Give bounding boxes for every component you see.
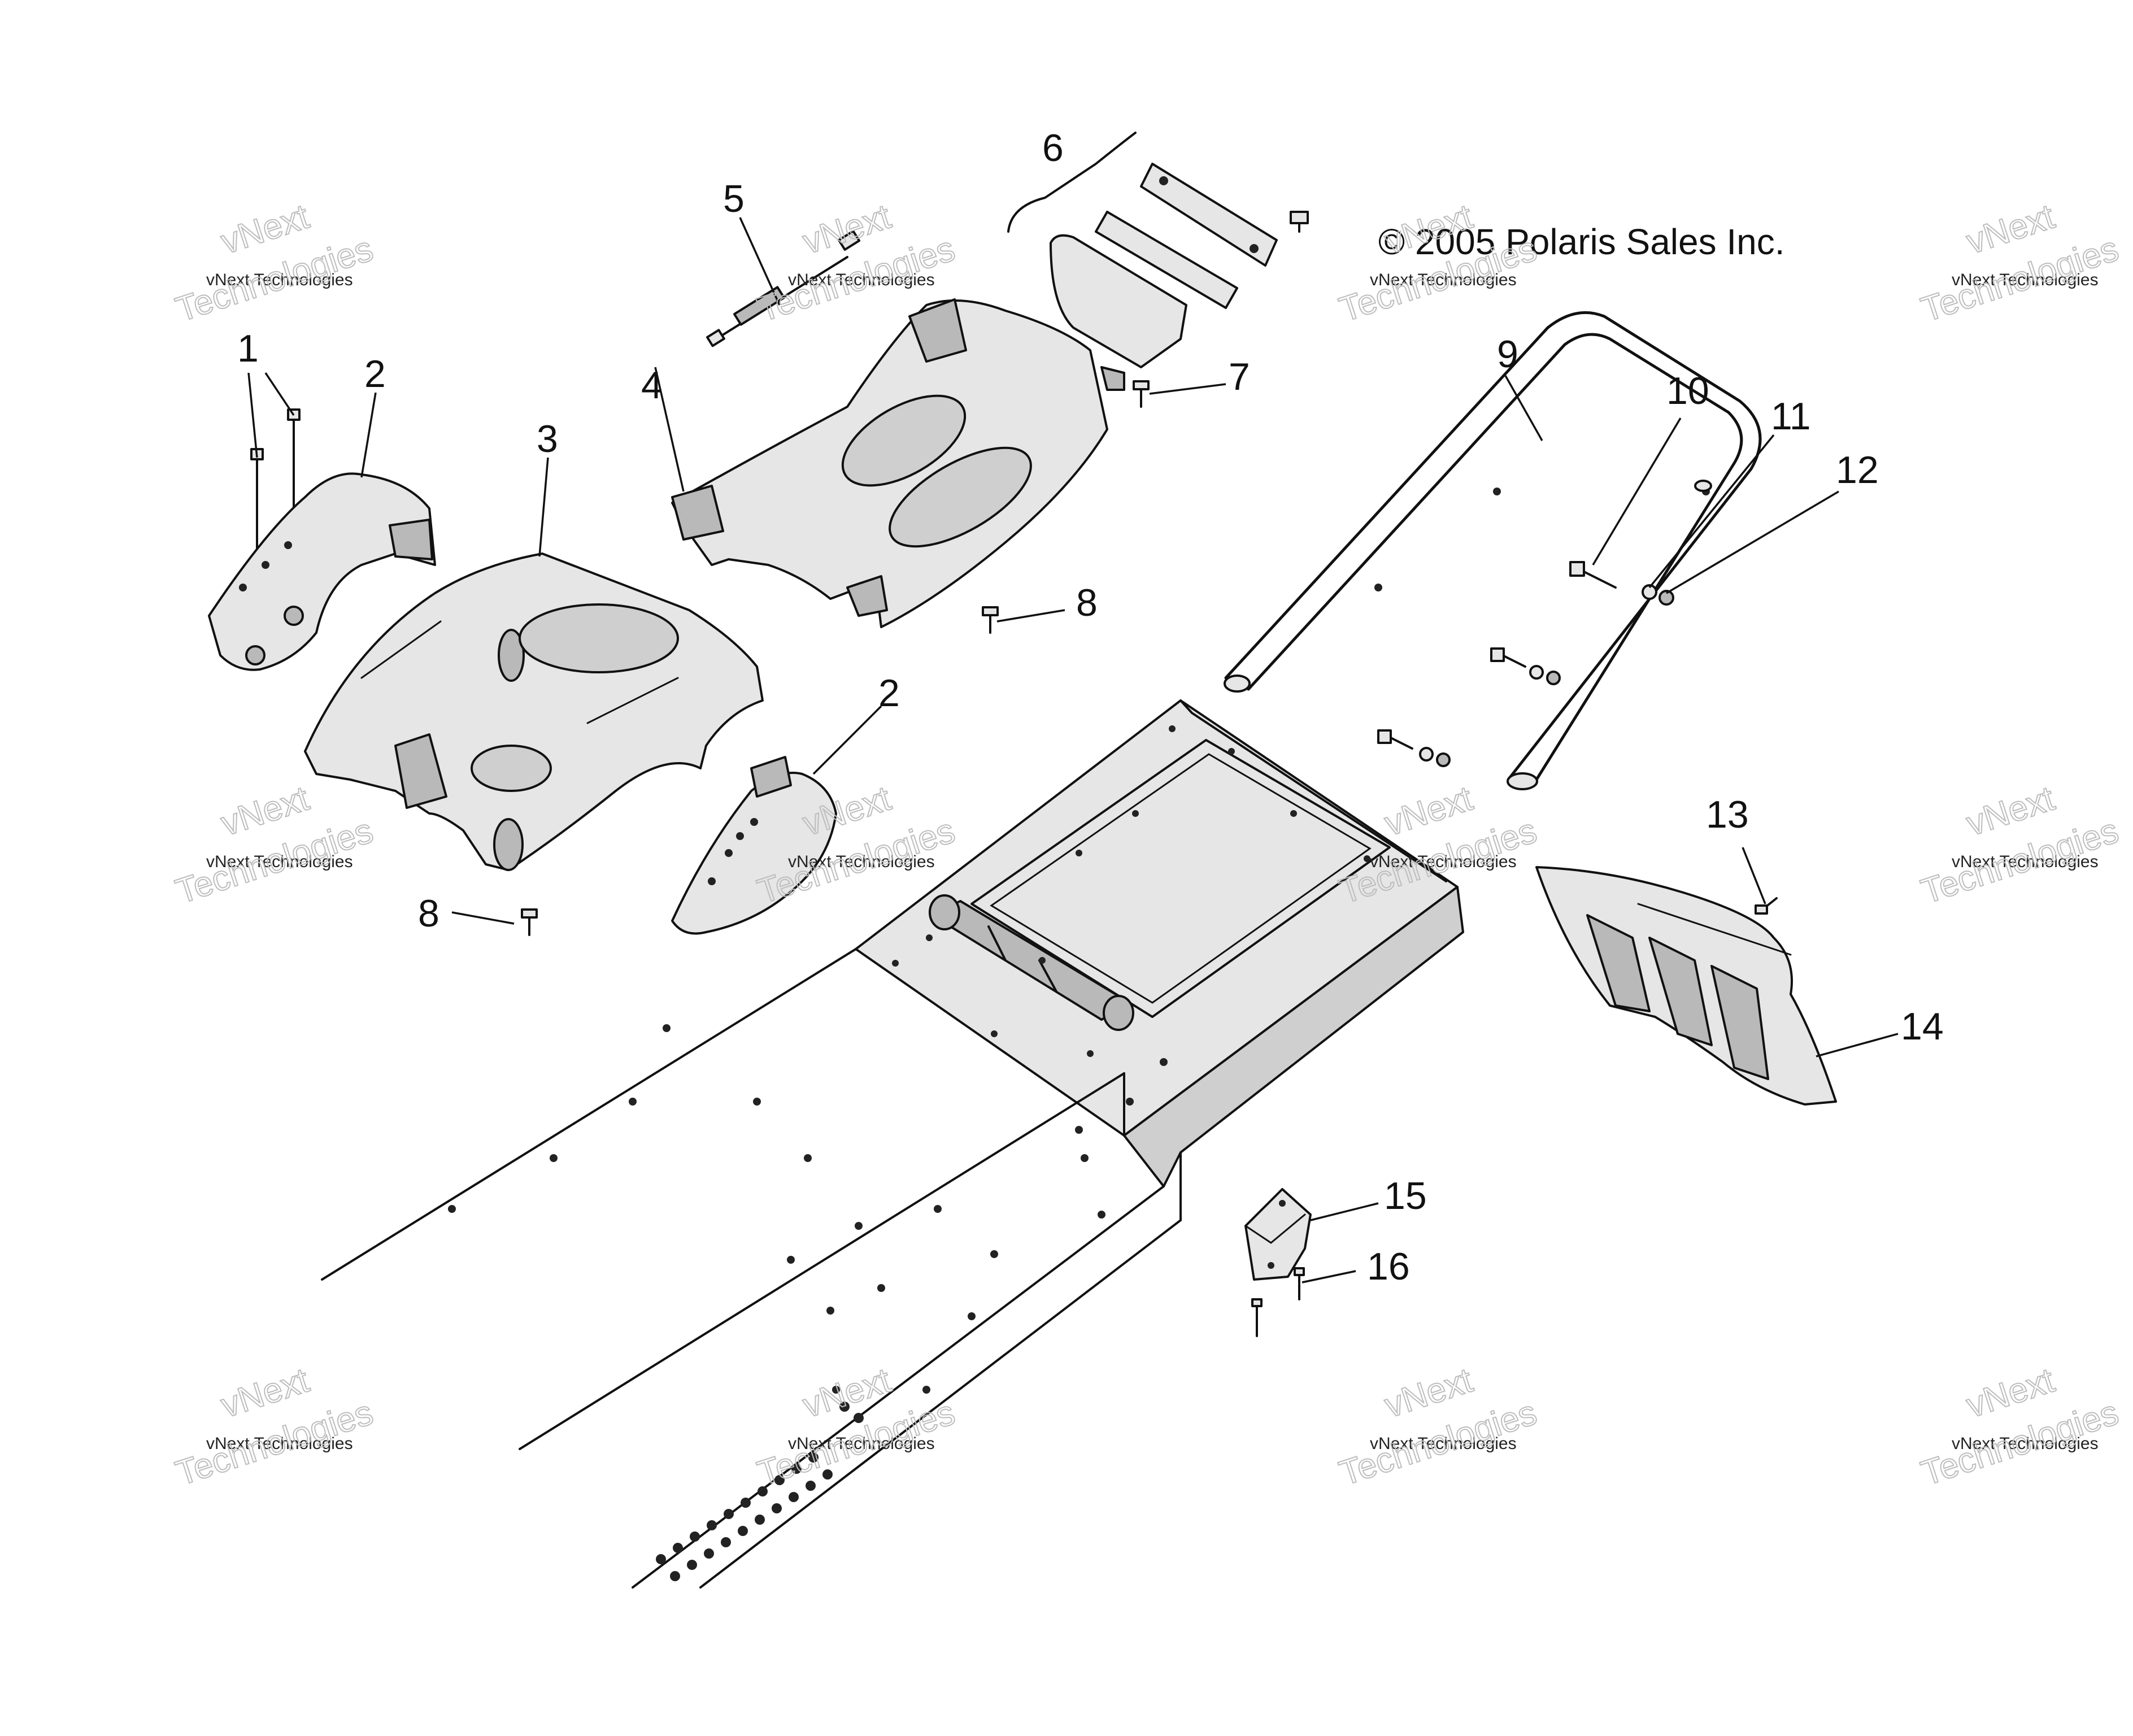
svg-text:vNext Technologies: vNext Technologies [1952, 1434, 2099, 1453]
part-4-rear-cover [671, 298, 1108, 628]
callout-9: 9 [1497, 333, 1518, 376]
callout-12: 12 [1836, 449, 1879, 491]
callout-14: 14 [1901, 1005, 1944, 1048]
watermark: vNext vNext Technologies Technologies [171, 1360, 378, 1494]
callout-2-right: 2 [878, 672, 900, 715]
part-7-fastener [1133, 380, 1150, 408]
callout-1: 1 [237, 327, 259, 370]
part-14-snowflap [1535, 866, 1837, 1106]
chassis-tunnel [321, 699, 1464, 1589]
watermark: vNext vNext Technologies Technologies [171, 778, 378, 912]
callout-10: 10 [1666, 369, 1709, 412]
svg-text:vNext Technologies: vNext Technologies [206, 852, 353, 871]
callout-2-left: 2 [364, 353, 386, 395]
watermark: vNext vNext Technologies Technologies [1334, 1360, 1542, 1494]
part-8-fastener-upper [982, 606, 999, 634]
watermark: vNext vNext Technologies Technologies [1916, 1360, 2124, 1494]
svg-text:vNext Technologies: vNext Technologies [1370, 1434, 1517, 1453]
copyright-notice: © 2005 Polaris Sales Inc. [1378, 221, 1785, 262]
part-15-bracket [1244, 1188, 1312, 1281]
part-6-taillight-assembly [1007, 132, 1309, 391]
callout-13: 13 [1706, 793, 1749, 836]
leader-lines [247, 217, 1899, 1283]
callout-3: 3 [537, 417, 558, 460]
callout-8-upper: 8 [1076, 581, 1098, 624]
part-16-rivets [1251, 1267, 1305, 1337]
watermark: vNext vNext Technologies Technologies [171, 197, 378, 330]
watermark: vNext vNext Technologies Technologies [1916, 778, 2124, 912]
part-2-right-panel [671, 756, 837, 935]
tunnel-perforations [656, 1402, 864, 1581]
callout-5: 5 [723, 177, 745, 220]
svg-text:vNext Technologies: vNext Technologies [788, 271, 935, 289]
watermark: vNext vNext Technologies Technologies [752, 1360, 960, 1494]
svg-text:vNext Technologies: vNext Technologies [206, 271, 353, 289]
part-13-fastener [1755, 897, 1778, 915]
part-2-left-panel [208, 472, 436, 671]
callout-6: 6 [1042, 127, 1064, 169]
part-8-fastener-lower [521, 908, 538, 936]
callout-11: 11 [1771, 395, 1811, 438]
svg-text:vNext Technologies: vNext Technologies [788, 852, 935, 871]
svg-text:vNext Technologies: vNext Technologies [1370, 271, 1517, 289]
callout-7: 7 [1229, 355, 1250, 398]
svg-text:vNext Technologies: vNext Technologies [788, 1434, 935, 1453]
callout-8-lower: 8 [418, 892, 439, 935]
svg-text:vNext Technologies: vNext Technologies [1952, 852, 2099, 871]
callout-16: 16 [1367, 1245, 1410, 1288]
svg-text:vNext Technologies: vNext Technologies [1370, 852, 1517, 871]
watermark: vNext vNext Technologies Technologies [1334, 197, 1542, 330]
svg-text:vNext Technologies: vNext Technologies [206, 1434, 353, 1453]
part-11-washer [1419, 584, 1657, 762]
callout-15: 15 [1384, 1174, 1427, 1217]
watermark: vNext vNext Technologies Technologies [1916, 197, 2124, 330]
part-12-nut [1436, 590, 1674, 767]
svg-text:vNext Technologies: vNext Technologies [1952, 271, 2099, 289]
part-9-grab-bar [1224, 311, 1762, 790]
part-5-strut [706, 230, 861, 347]
callout-4: 4 [641, 364, 663, 407]
part-10-bolt [1377, 561, 1617, 750]
part-3-seat-base [304, 552, 764, 871]
callout-labels: 1 2 2 3 4 5 6 7 8 8 9 10 11 12 13 14 15 … [237, 127, 1944, 1288]
